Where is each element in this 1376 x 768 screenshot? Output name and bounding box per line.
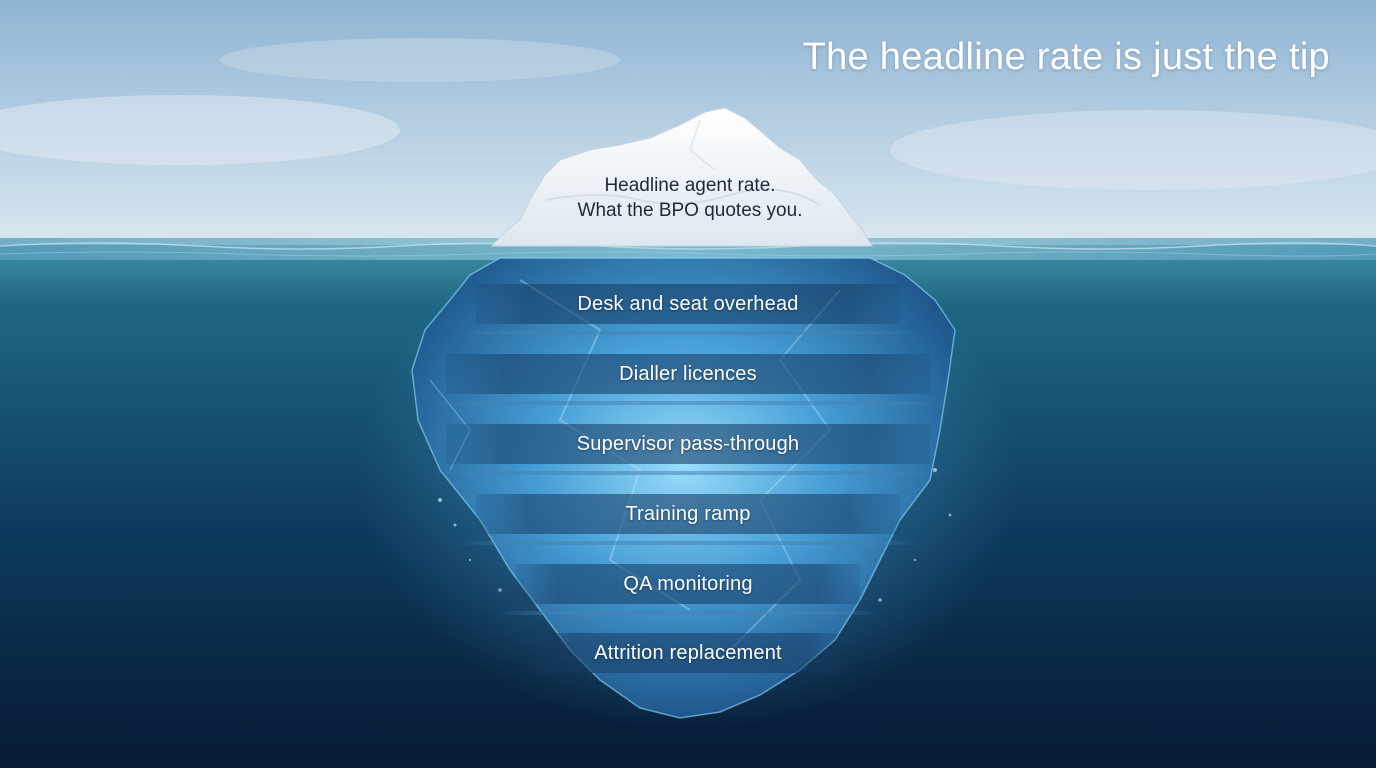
tip-label-line-1: Headline agent rate. [604,175,776,196]
layer-label: Desk and seat overhead [577,292,799,315]
layer-label: Supervisor pass-through [576,432,800,455]
layer-band-supervisor-pass-through: Supervisor pass-through [426,424,950,475]
page-title: The headline rate is just the tip [802,36,1330,78]
layer-label: Attrition replacement [594,641,782,664]
layer-label: Dialler licences [619,362,757,385]
layer-label: QA monitoring [623,572,753,595]
layer-band-training-ramp: Training ramp [456,494,920,545]
layer-band-attrition-replacement: Attrition replacement [536,633,840,673]
tip-label-line-2: What the BPO quotes you. [577,200,803,221]
layer-band-qa-monitoring: QA monitoring [496,564,880,615]
layer-band-dialler-licences: Dialler licences [426,354,950,405]
layer-band-desk-seat-overhead: Desk and seat overhead [456,284,920,335]
layer-label: Training ramp [625,502,751,525]
